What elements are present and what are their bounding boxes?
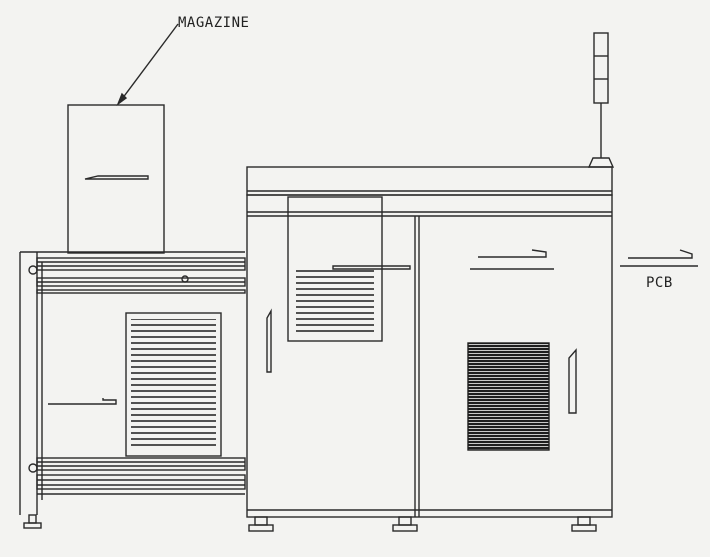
loader-vent-panel xyxy=(125,312,222,457)
magazine-leader-line xyxy=(121,23,179,100)
inner-vent-slats xyxy=(296,270,374,332)
leader-arrowhead-icon xyxy=(116,92,128,107)
loader-flow-arrow-icon xyxy=(48,398,117,405)
pcb-label: PCB xyxy=(646,275,673,291)
right-door-vent xyxy=(467,342,550,451)
rail-bolt xyxy=(28,265,38,275)
magazine-box xyxy=(67,104,165,254)
magazine-arrow-icon xyxy=(84,175,149,180)
left-door-lift-arrow-icon xyxy=(266,308,272,373)
signal-tower-lamp xyxy=(593,32,609,104)
signal-tower xyxy=(587,32,615,168)
main-machine xyxy=(246,166,613,518)
machine-feet xyxy=(248,516,597,532)
rail-bolt xyxy=(28,463,38,473)
pcb-exit-arrow-icon xyxy=(628,249,693,259)
magazine-label: MAGAZINE xyxy=(178,15,250,31)
loader-vent-slats xyxy=(131,319,216,449)
inner-flow-arrow-icon xyxy=(332,265,411,270)
rail-bolt xyxy=(181,275,189,283)
loader-frame xyxy=(19,251,246,529)
conveyor-arrow-icon xyxy=(478,249,547,258)
right-door-lift-arrow-icon xyxy=(568,348,577,414)
